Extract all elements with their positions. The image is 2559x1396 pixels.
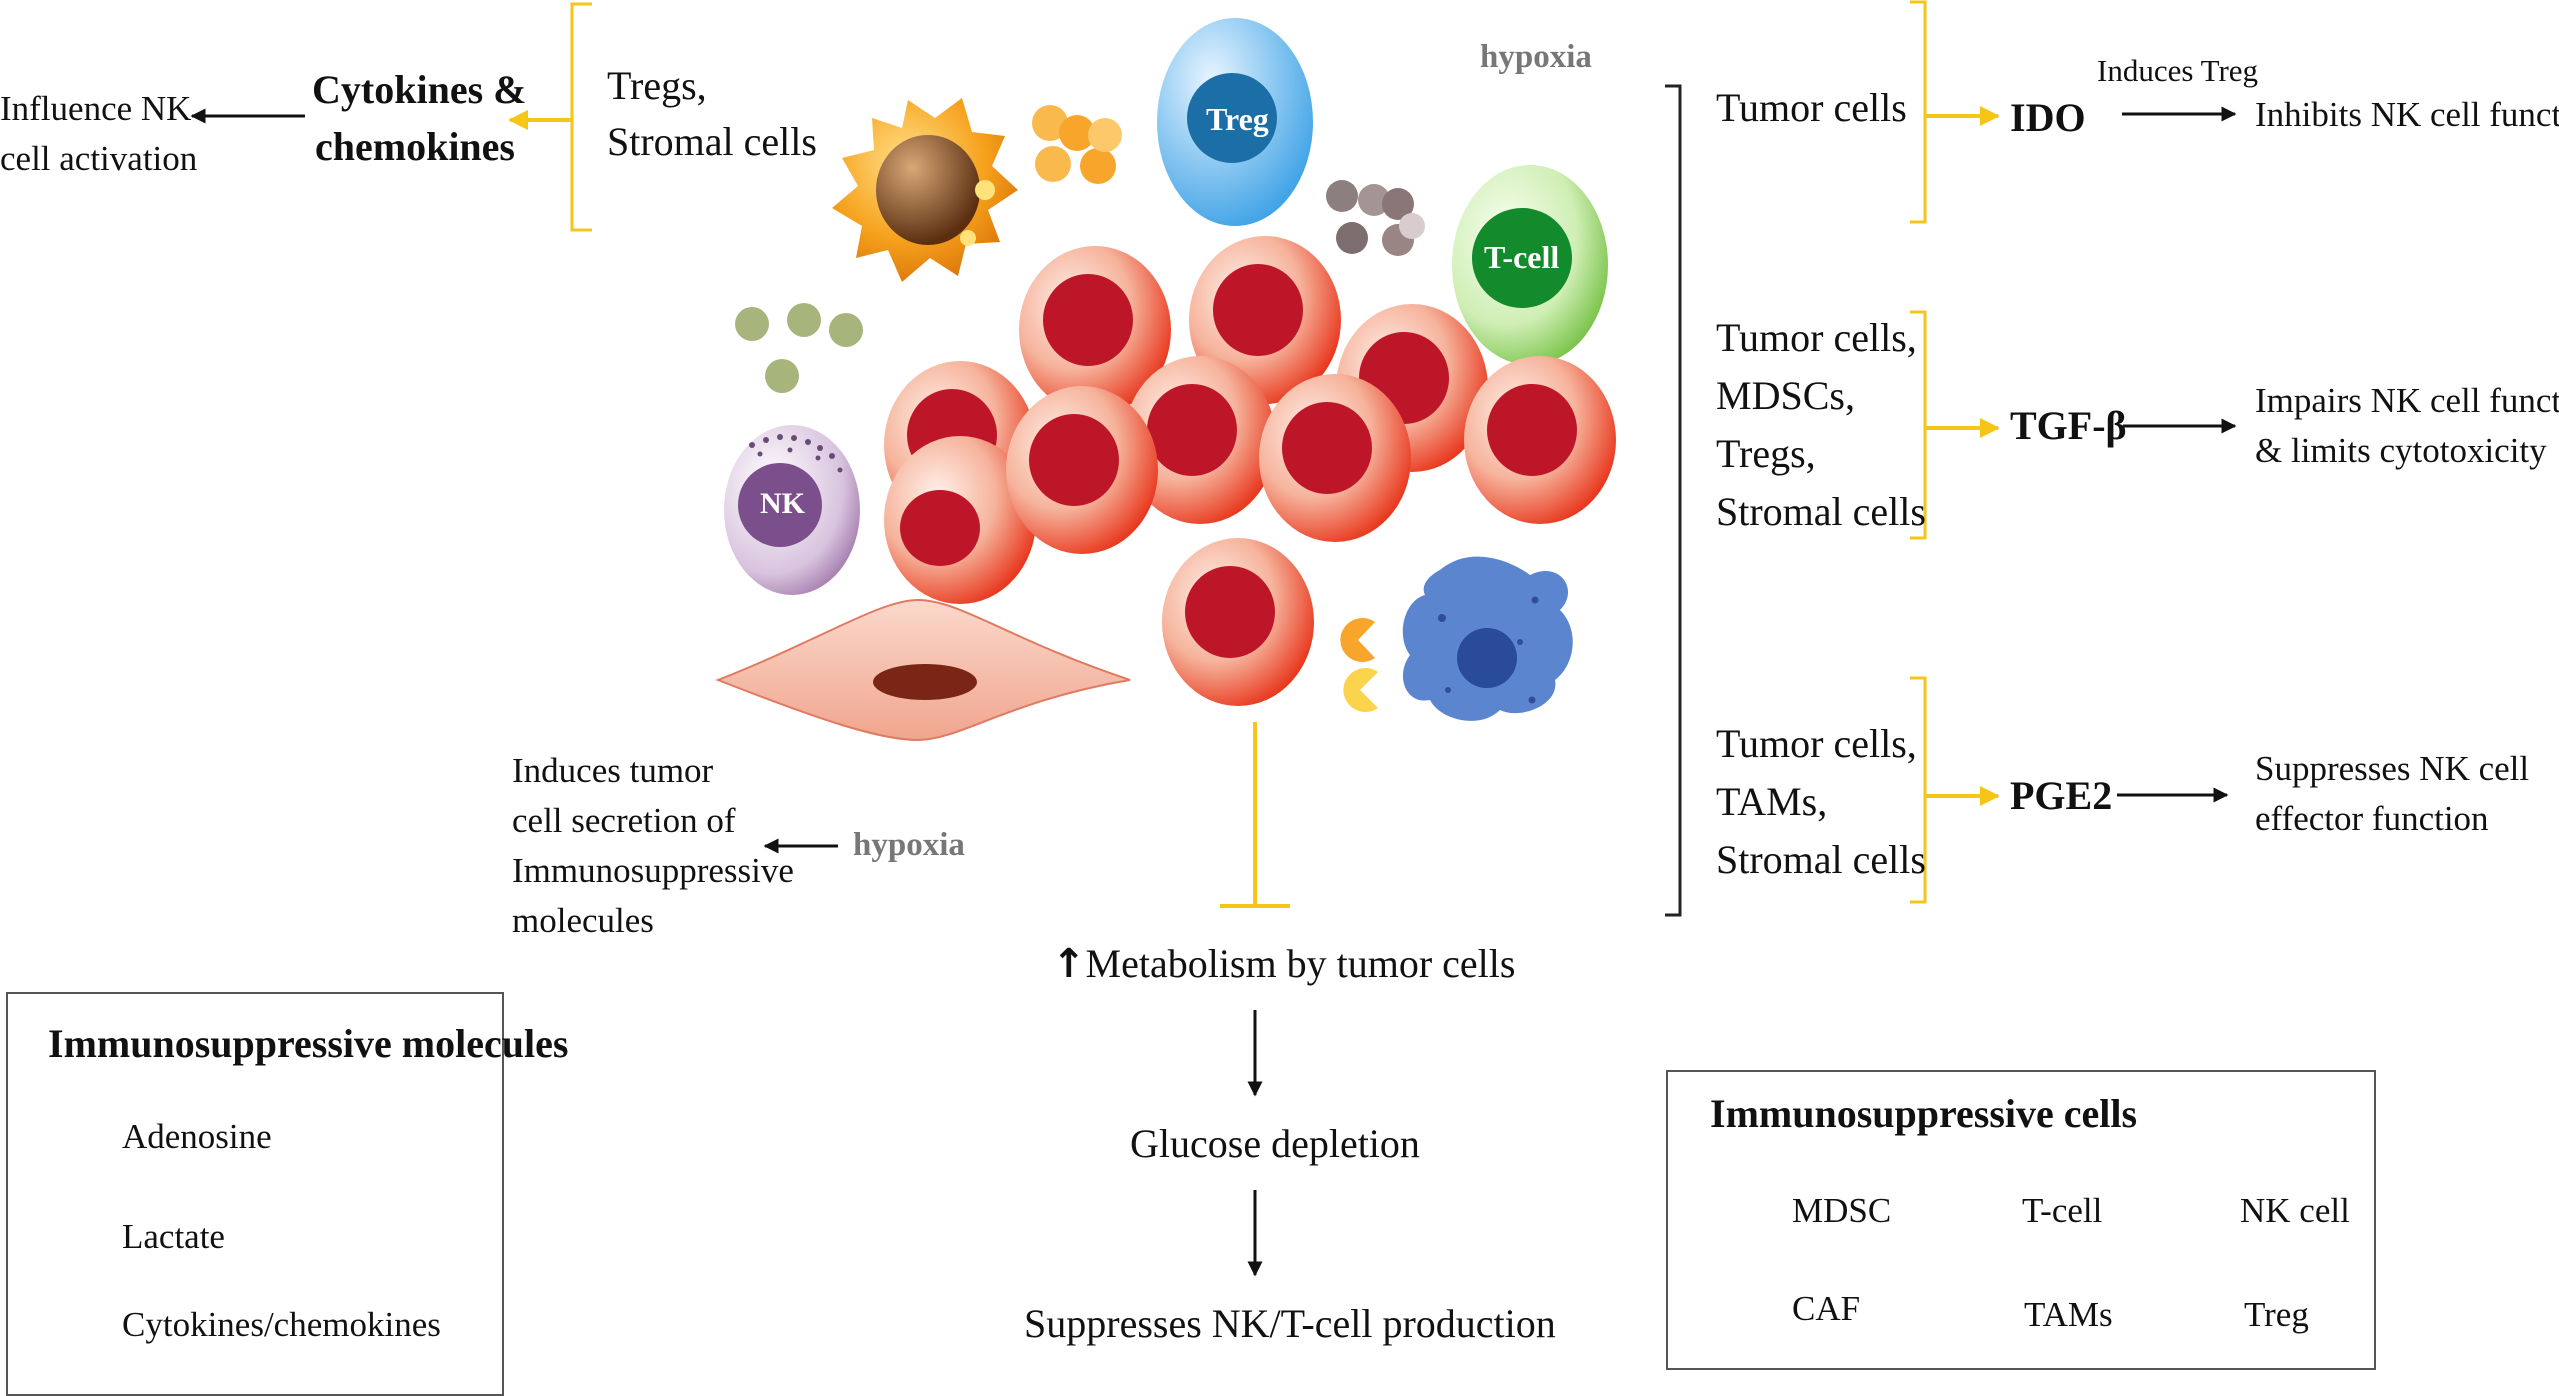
- tumor-cell-cluster: [884, 236, 1616, 706]
- tumor-cell-icon: [1464, 356, 1616, 524]
- glucose-depletion-label: Glucose depletion: [1130, 1121, 1420, 1166]
- legend-caf-label: CAF: [1792, 1289, 1861, 1328]
- legend-adenosine-label: Adenosine: [122, 1117, 272, 1156]
- cytokine-dots-top: [1032, 105, 1122, 184]
- metabolism-text: Metabolism by tumor cells: [1085, 941, 1516, 986]
- tumor-cell-icon: [1162, 538, 1314, 706]
- pge2-label: PGE2: [2010, 773, 2113, 818]
- ido-effect-label: Inhibits NK cell function: [2255, 95, 2559, 134]
- induces-line4: molecules: [512, 901, 654, 940]
- right-black-bracket: [1665, 84, 1682, 917]
- tgf-source-line3: Tregs,: [1716, 431, 1816, 476]
- caf-cell-icon: [715, 598, 1131, 742]
- hypoxia-left-label: hypoxia: [853, 827, 965, 863]
- tumor-cell-icon: [1019, 246, 1171, 414]
- suppresses-production-label: Suppresses NK/T-cell production: [1024, 1301, 1556, 1346]
- legend-lactate-label: Lactate: [122, 1217, 225, 1256]
- cytokines-label-line1: Cytokines &: [312, 67, 527, 112]
- nk-cell-label: NK: [760, 487, 805, 520]
- pge2-effect-line2: effector function: [2255, 799, 2489, 838]
- influence-nk-line2: cell activation: [0, 139, 198, 178]
- pge2-effect-line1: Suppresses NK cell: [2255, 749, 2530, 788]
- ido-label: IDO: [2010, 95, 2086, 140]
- legend-mdsc-label: MDSC: [1792, 1191, 1892, 1230]
- treg-cell-icon: [1157, 18, 1313, 226]
- tgf-effect-line1: Impairs NK cell function: [2255, 381, 2559, 420]
- cytokine-shapes-center: [1340, 618, 1378, 712]
- nk-cell-icon: [724, 425, 860, 595]
- tumor-cell-icon: [884, 436, 1036, 604]
- cytokines-label-line2: chemokines: [315, 124, 515, 169]
- tcell-cell-label: T-cell: [1484, 239, 1560, 275]
- adenosine-dots-top: [1326, 180, 1425, 256]
- induces-treg-label: Induces Treg: [2097, 53, 2259, 88]
- tregs-source-line1: Tregs,: [607, 63, 707, 108]
- tgf-source-line1: Tumor cells,: [1716, 315, 1917, 360]
- tumor-cell-icon: [1124, 356, 1276, 524]
- hypoxia-top-label: hypoxia: [1480, 39, 1592, 75]
- ido-source-label: Tumor cells: [1716, 85, 1907, 130]
- induces-line2: cell secretion of: [512, 801, 736, 840]
- ido-bracket: [1910, 0, 1927, 224]
- pge2-bracket: [1910, 676, 1927, 904]
- tgf-source-line2: MDSCs,: [1716, 373, 1855, 418]
- lactate-dots: [735, 303, 863, 393]
- mdsc-cell-icon: [1402, 556, 1573, 721]
- legend-cells-box: [1666, 1070, 2376, 1370]
- tgf-beta-label: TGF-β: [2010, 403, 2127, 448]
- up-arrow-icon: ↑: [1052, 941, 1086, 987]
- legend-treg-label: Treg: [2244, 1295, 2309, 1334]
- legend-cells-title: Immunosuppressive cells: [1710, 1091, 2138, 1136]
- treg-cell-label: Treg: [1206, 101, 1269, 137]
- legend-cytokines-label: Cytokines/chemokines: [122, 1305, 441, 1344]
- tumor-cell-icon: [1006, 386, 1158, 554]
- tregs-source-line2: Stromal cells: [607, 119, 817, 164]
- tregs-stromal-bracket: [570, 2, 592, 232]
- pge2-source-line3: Stromal cells: [1716, 837, 1926, 882]
- pge2-source-line2: TAMs,: [1716, 779, 1828, 824]
- tam-cell-icon: [832, 98, 1018, 282]
- pge2-source-line1: Tumor cells,: [1716, 721, 1917, 766]
- tgf-bracket: [1910, 310, 1927, 540]
- induces-line3: Immunosuppressive: [512, 851, 794, 890]
- legend-tcell-label: T-cell: [2022, 1191, 2103, 1230]
- legend-molecules-box: [6, 992, 504, 1396]
- influence-nk-line1: Influence NK: [0, 89, 192, 128]
- metabolism-label: ↑Metabolism by tumor cells: [1052, 940, 1515, 988]
- legend-tams-label: TAMs: [2024, 1295, 2113, 1334]
- induces-line1: Induces tumor: [512, 751, 714, 790]
- tgf-effect-line2: & limits cytotoxicity: [2255, 431, 2547, 470]
- legend-molecules-title: Immunosuppressive molecules: [48, 1021, 569, 1066]
- tgf-source-line4: Stromal cells: [1716, 489, 1926, 534]
- t-cell-icon: [1452, 165, 1608, 365]
- legend-nk-label: NK cell: [2240, 1191, 2350, 1230]
- tumor-cell-icon: [1259, 374, 1411, 542]
